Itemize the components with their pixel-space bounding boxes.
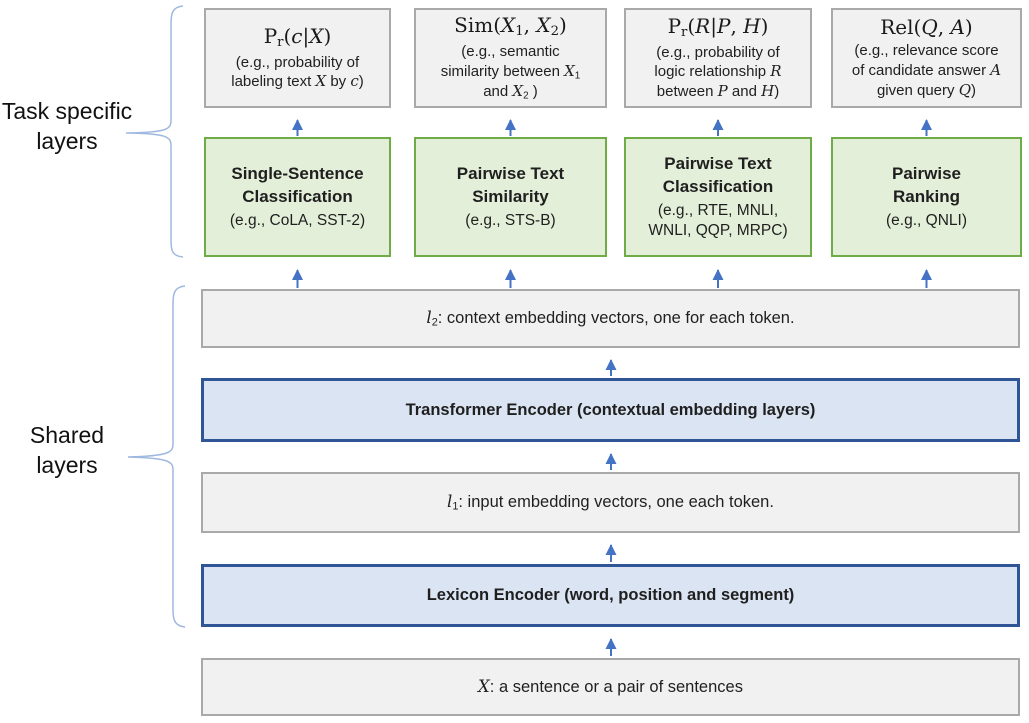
formula-pr-r-p-h: Pr(R|P, H) xyxy=(667,13,769,41)
task-specific-brace xyxy=(125,5,184,258)
formula-pr-c-x: Pr(c|X) xyxy=(263,23,332,51)
task-box-single-sentence-classification: Single-Sentence Classification (e.g., Co… xyxy=(204,137,391,257)
task-title: Single-Sentence Classification xyxy=(231,163,364,206)
formula-rel-q-a: Rel(Q, A) xyxy=(880,15,973,40)
task-note: (e.g., STS-B) xyxy=(465,211,556,229)
task-box-pairwise-text-similarity: Pairwise Text Similarity (e.g., STS-B) xyxy=(414,137,607,257)
task-note: (e.g., CoLA, SST-2) xyxy=(229,211,366,229)
l2-to-task-arrows xyxy=(292,269,932,288)
task-to-output-arrows xyxy=(292,119,932,136)
input-label: X: a sentence or a pair of sentences xyxy=(478,677,743,696)
task-note: (e.g., QNLI) xyxy=(886,211,967,229)
shared-layers-label: Shared layers xyxy=(29,422,105,478)
lexicon-encoder-box: Lexicon Encoder (word, position and segm… xyxy=(201,564,1020,627)
lexicon-encoder-label: Lexicon Encoder (word, position and segm… xyxy=(426,586,795,604)
task-box-pairwise-ranking: Pairwise Ranking (e.g., QNLI) xyxy=(831,137,1022,257)
transformer-encoder-box: Transformer Encoder (contextual embeddin… xyxy=(201,378,1020,442)
task-title: Pairwise Ranking xyxy=(892,163,961,206)
l2-context-embedding-box: l2: context embedding vectors, one for e… xyxy=(201,289,1020,348)
task-title: Pairwise Text Similarity xyxy=(456,163,565,206)
l1-label: l1: input embedding vectors, one each to… xyxy=(447,492,774,513)
task-box-pairwise-text-classification: Pairwise Text Classification (e.g., RTE,… xyxy=(624,137,812,257)
task-note: (e.g., RTE, MNLI, WNLI, QQP, MRPC) xyxy=(648,201,788,239)
task-title: Pairwise Text Classification xyxy=(662,153,774,196)
task-specific-layers-label: Task specific layers xyxy=(1,98,133,154)
input-sentence-box: X: a sentence or a pair of sentences xyxy=(201,658,1020,716)
l1-input-embedding-box: l1: input embedding vectors, one each to… xyxy=(201,472,1020,533)
l2-label: l2: context embedding vectors, one for e… xyxy=(426,308,795,329)
shared-layers-brace xyxy=(127,285,186,628)
transformer-encoder-label: Transformer Encoder (contextual embeddin… xyxy=(405,400,816,419)
formula-sim-x1-x2: Sim(X1, X2) xyxy=(454,13,567,40)
